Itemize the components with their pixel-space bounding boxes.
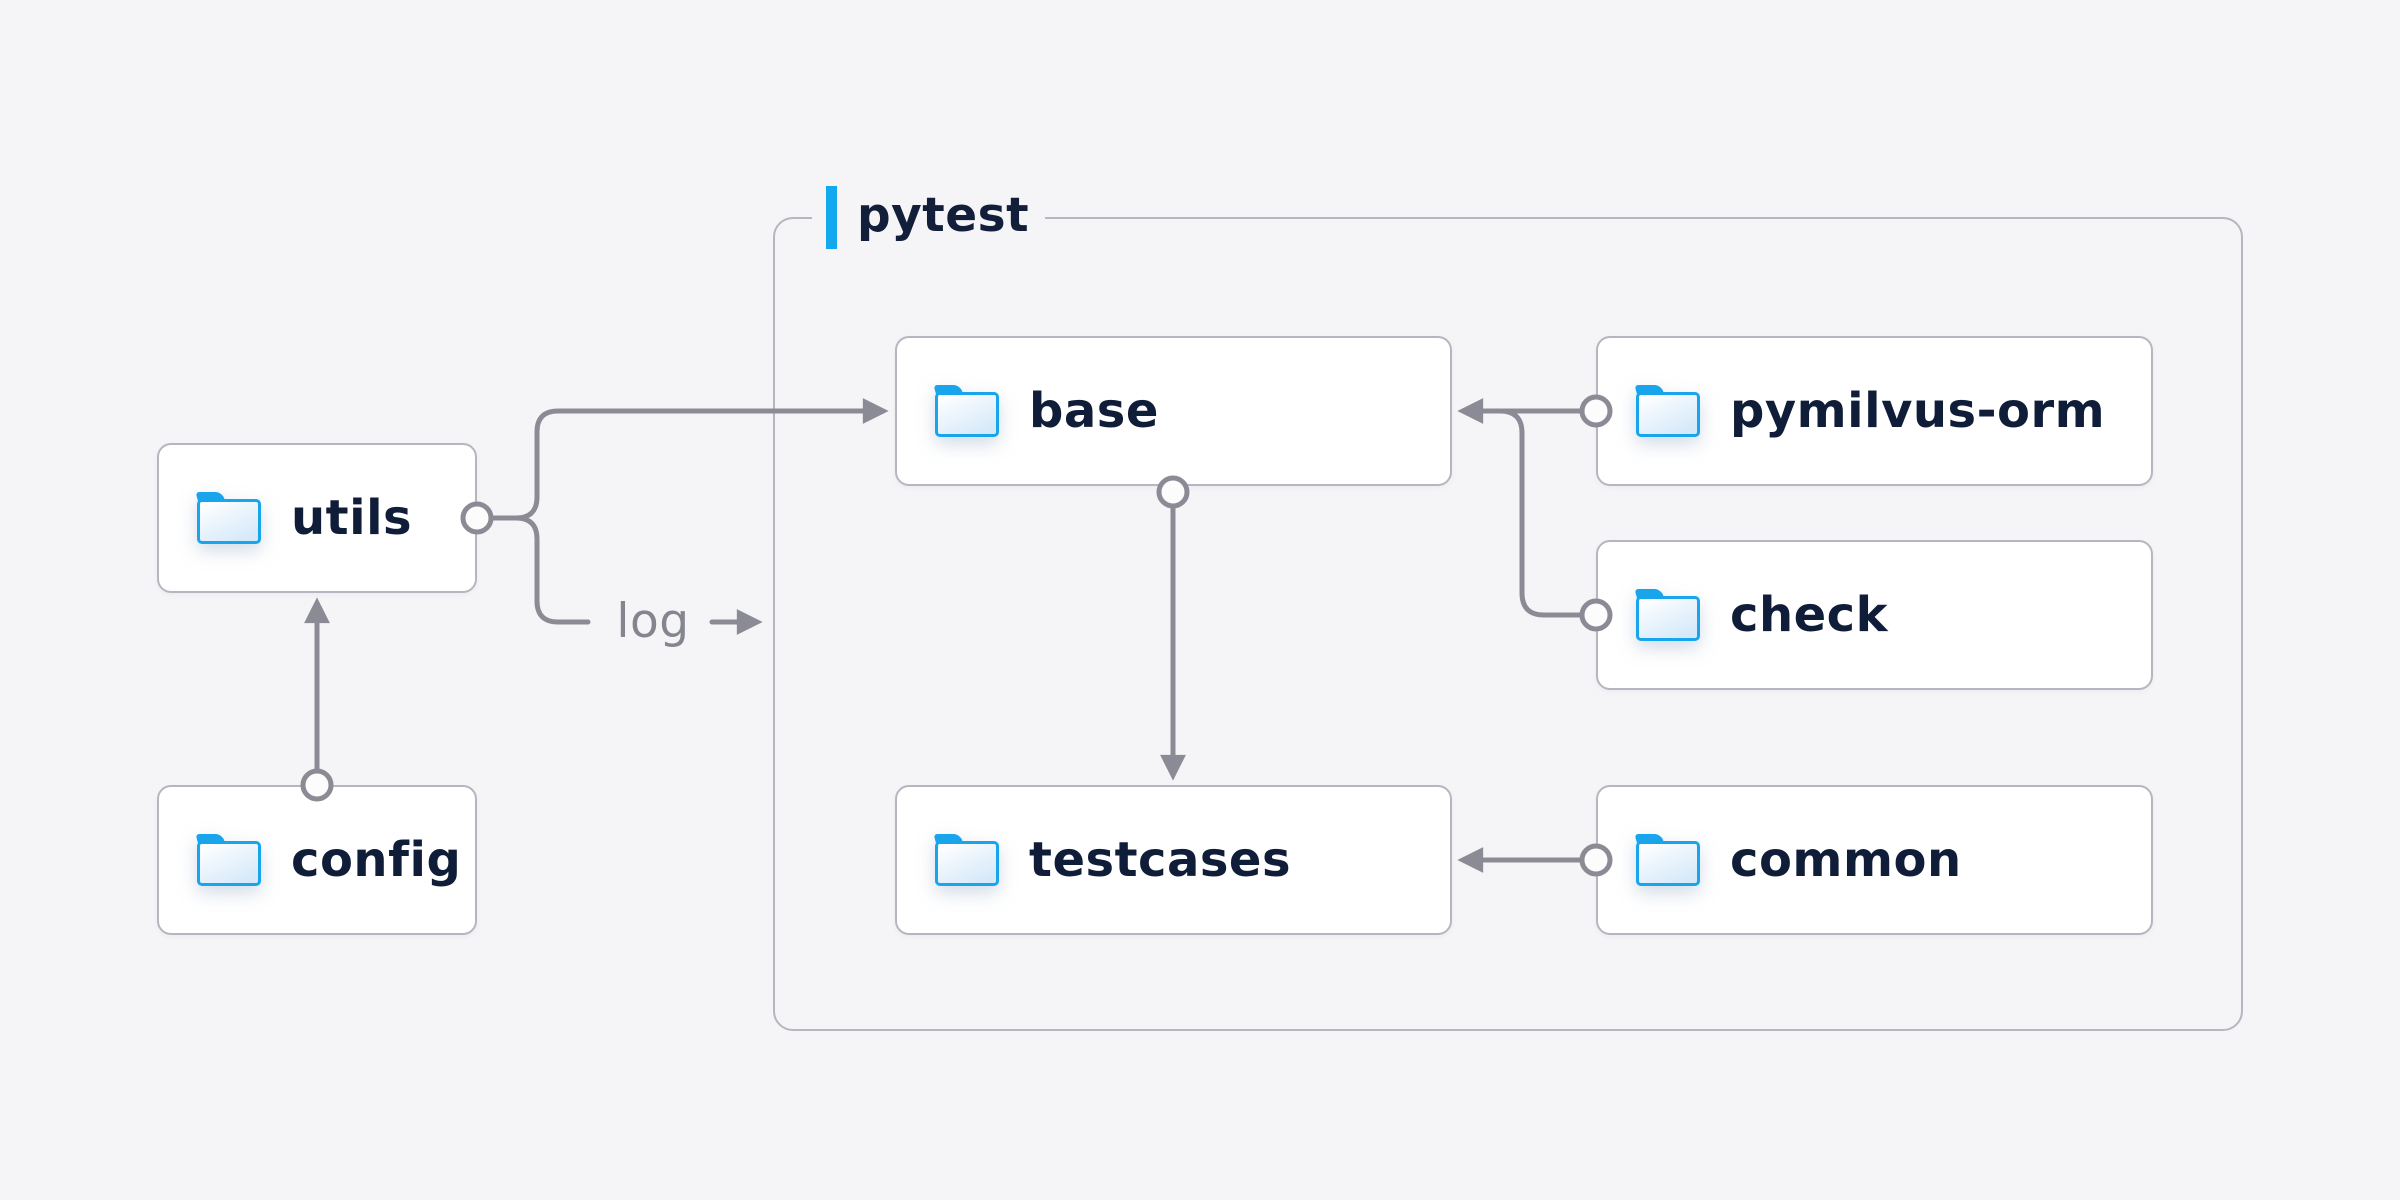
pytest-group-container xyxy=(773,217,2243,1031)
node-config: config xyxy=(157,785,477,935)
node-pymilvus-orm: pymilvus-orm xyxy=(1596,336,2153,486)
node-label-check: check xyxy=(1730,587,1889,643)
node-label-config: config xyxy=(291,832,462,888)
folder-body xyxy=(197,499,261,544)
folder-body xyxy=(935,392,999,437)
folder-icon xyxy=(1634,589,1700,641)
accent-bar-icon xyxy=(826,185,837,249)
folder-icon xyxy=(1634,834,1700,886)
folder-icon xyxy=(933,834,999,886)
folder-body xyxy=(197,841,261,886)
pytest-group-title: pytest xyxy=(857,187,1030,243)
folder-body xyxy=(1636,596,1700,641)
pytest-group-label: pytest xyxy=(812,182,1046,252)
folder-icon xyxy=(933,385,999,437)
node-base: base xyxy=(895,336,1452,486)
node-label-pymilvus-orm: pymilvus-orm xyxy=(1730,383,2106,439)
node-label-utils: utils xyxy=(291,490,413,546)
node-common: common xyxy=(1596,785,2153,935)
node-label-testcases: testcases xyxy=(1029,832,1292,888)
node-utils: utils xyxy=(157,443,477,593)
node-label-base: base xyxy=(1029,383,1159,439)
node-testcases: testcases xyxy=(895,785,1452,935)
node-check: check xyxy=(1596,540,2153,690)
edge-utils-to-log xyxy=(488,515,591,625)
node-label-common: common xyxy=(1730,832,1962,888)
edge-label-log: log xyxy=(616,594,690,649)
folder-body xyxy=(935,841,999,886)
folder-body xyxy=(1636,841,1700,886)
folder-icon xyxy=(1634,385,1700,437)
folder-icon xyxy=(195,834,261,886)
folder-body xyxy=(1636,392,1700,437)
folder-icon xyxy=(195,492,261,544)
